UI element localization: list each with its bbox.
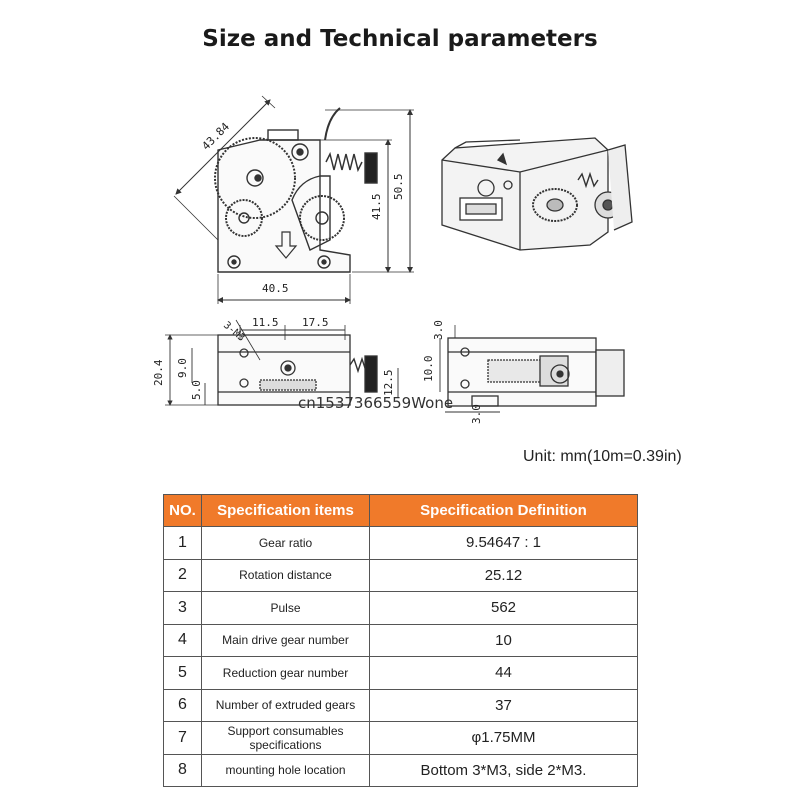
dim-9-0-label: 9.0 [176, 358, 189, 378]
header-items: Specification items [201, 494, 370, 527]
dim-height-body-label: 41.5 [370, 194, 383, 221]
dim-width-label: 40.5 [262, 282, 289, 295]
spec-definition: 37 [369, 688, 638, 722]
specification-table: NO. Specification items Specification De… [163, 494, 638, 787]
table-row: 1 Gear ratio 9.54647 : 1 [163, 526, 638, 560]
table-row: 3 Pulse 562 [163, 591, 638, 625]
page-title: Size and Technical parameters [202, 26, 598, 52]
watermark-text: cn1537366559Wone [298, 394, 454, 412]
spec-definition: 562 [369, 591, 638, 625]
row-number: 4 [163, 623, 202, 657]
spec-definition: φ1.75MM [369, 721, 638, 755]
dim-11-5-label: 11.5 [252, 316, 279, 329]
table-row: 5 Reduction gear number 44 [163, 656, 638, 690]
dim-side-3-0-top-label: 3.0 [432, 320, 445, 340]
spec-definition: 10 [369, 623, 638, 657]
spec-item: Reduction gear number [201, 656, 370, 690]
row-number: 1 [163, 526, 202, 560]
spec-item: Pulse [201, 591, 370, 625]
row-number: 2 [163, 558, 202, 592]
spec-definition: 25.12 [369, 558, 638, 592]
spec-item: Gear ratio [201, 526, 370, 560]
spec-definition: 9.54647 : 1 [369, 526, 638, 560]
table-row: 2 Rotation distance 25.12 [163, 558, 638, 592]
dim-17-5-label: 17.5 [302, 316, 329, 329]
dim-20-4-label: 20.4 [152, 359, 165, 386]
spec-item: Support consumables specifications [201, 721, 370, 755]
table-row: 7 Support consumables specifications φ1.… [163, 721, 638, 755]
header-definition: Specification Definition [369, 494, 638, 527]
spec-item: Main drive gear number [201, 623, 370, 657]
row-number: 6 [163, 688, 202, 722]
technical-drawings: 40.5 50.5 41.5 43.84 [152, 95, 633, 424]
dim-12-5-label: 12.5 [382, 370, 395, 397]
table-row: 8 mounting hole location Bottom 3*M3, si… [163, 753, 638, 787]
top-view-drawing [165, 319, 399, 406]
spec-item: Rotation distance [201, 558, 370, 592]
dim-height-total-label: 50.5 [392, 174, 405, 201]
dim-side-3-0-bottom-label: 3.0 [470, 404, 483, 424]
dim-5-0-label: 5.0 [190, 380, 203, 400]
front-view-drawing [173, 95, 414, 304]
unit-note: Unit: mm(10m=0.39in) [523, 448, 682, 465]
header-no: NO. [163, 494, 202, 527]
isometric-view-drawing [441, 137, 633, 251]
spec-item: Number of extruded gears [201, 688, 370, 722]
dim-side-10-0-label: 10.0 [422, 356, 435, 383]
table-row: 4 Main drive gear number 10 [163, 623, 638, 657]
row-number: 8 [163, 753, 202, 787]
spec-definition: 44 [369, 656, 638, 690]
spec-item: mounting hole location [201, 753, 370, 787]
row-number: 7 [163, 721, 202, 755]
row-number: 5 [163, 656, 202, 690]
table-header-row: NO. Specification items Specification De… [163, 494, 638, 527]
side-view-drawing [439, 325, 625, 413]
row-number: 3 [163, 591, 202, 625]
table-row: 6 Number of extruded gears 37 [163, 688, 638, 722]
spec-definition: Bottom 3*M3, side 2*M3. [369, 753, 638, 787]
